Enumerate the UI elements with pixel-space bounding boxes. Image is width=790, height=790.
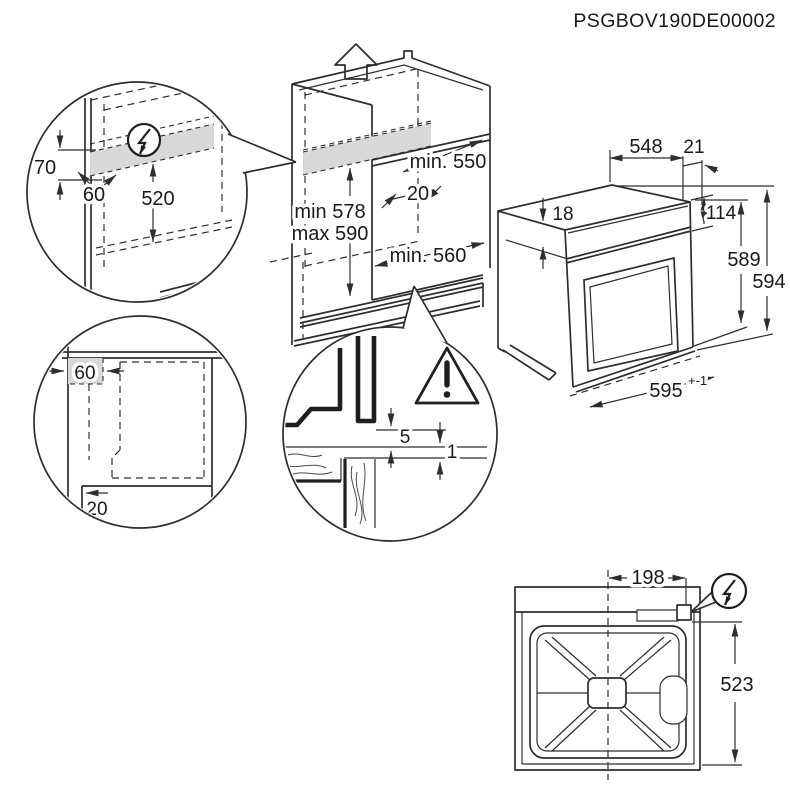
dim-side-clearance: 60 [74,363,95,384]
main-cabinet-drawing: min 578 max 590 min. 550 20 min. 560 [269,43,491,347]
fan-housing [659,675,688,725]
callout-pointer [228,134,296,173]
dim-connection-to-shelf: 520 [141,188,174,210]
callout-pointer [403,286,447,343]
dim-body-depth: 548 [629,136,662,158]
dim-body-height: 589 [727,249,760,271]
dim-niche-width: min. 560 [390,245,467,267]
detail-connection-area: 70 60 520 [26,81,297,303]
top-view-drawing: 198 523 [514,564,757,780]
connection-box [676,604,692,621]
oven-drawing: 548 21 18 114 589 594 595 +-1 [497,133,789,408]
dim-connection-depth: 60 [83,184,105,206]
warning-icon [414,346,480,405]
dim-niche-depth: min. 550 [410,151,487,173]
dim-niche-height-min: min 578 [294,201,365,223]
dim-width: 595 [649,380,682,402]
dim-niche-top-rail: 20 [407,183,429,205]
drawing-code: PSGBOV190DE00002 [573,10,776,32]
electrical-connection-icon [690,572,748,613]
dim-panel-lip: 1 [447,442,458,463]
detail-mounting-gap: 5 1 [282,285,498,542]
dim-door-depth: 21 [683,137,704,158]
dim-top-view-depth: 523 [720,674,753,696]
dim-top-inset: 18 [552,204,573,225]
connection-strip [303,123,431,175]
dim-connection-height: 70 [34,157,56,179]
detail-base-clearance: 60 20 [33,315,247,529]
clearance-zone [68,358,103,384]
electrical-connection-icon [126,122,162,158]
dim-connection-offset: 198 [631,567,664,589]
dim-width-tolerance: +-1 [688,373,707,388]
dim-niche-height-max: max 590 [292,223,369,245]
dim-total-height: 594 [752,271,785,293]
dim-panel-height: 114 [706,203,737,224]
dim-gap-above-shelf: 5 [400,427,411,448]
oven-door-window [583,257,679,372]
